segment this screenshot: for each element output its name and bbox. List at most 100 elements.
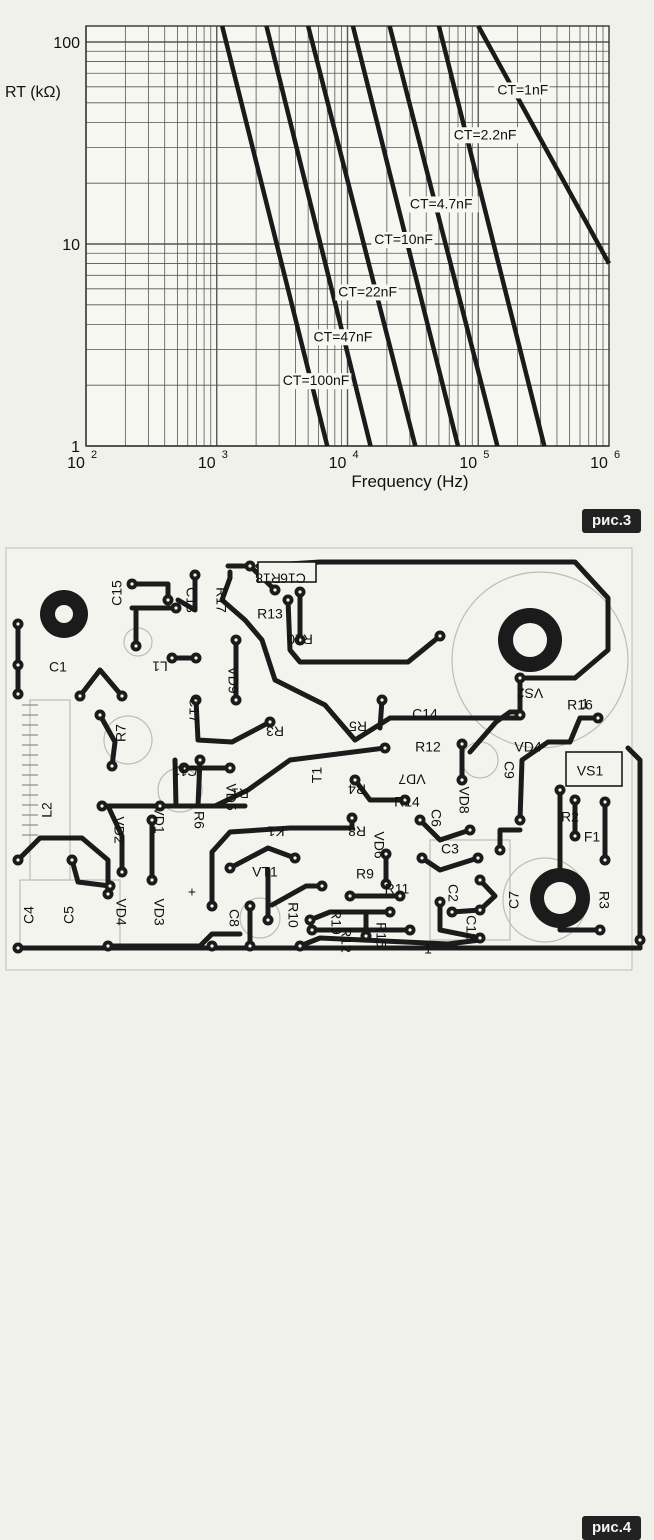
mounting-holes <box>40 590 590 928</box>
component-label: C3 <box>441 841 459 857</box>
pad-hole <box>98 713 102 717</box>
pad-hole <box>598 928 602 932</box>
component-label: VD2 <box>111 816 127 843</box>
pad-hole <box>106 892 110 896</box>
component-label: R10 <box>287 631 313 647</box>
pad-hole <box>498 848 502 852</box>
pad-hole <box>228 866 232 870</box>
pad-hole <box>108 884 112 888</box>
y-tick-label: 1 <box>71 439 80 456</box>
component-label: 1 <box>424 941 432 957</box>
component-label: VT1 <box>252 864 278 880</box>
pad-hole <box>248 904 252 908</box>
pad-hole <box>166 598 170 602</box>
left-connector-strip <box>22 704 38 836</box>
rt-frequency-chart: CT=1nFCT=2.2nFCT=4.7nFCT=10nFCT=22nFCT=4… <box>5 24 620 491</box>
component-label: R6 <box>191 811 207 829</box>
component-label: R14 <box>394 794 420 810</box>
component-label: C6 <box>428 809 444 827</box>
pad-hole <box>234 698 238 702</box>
pad-hole <box>120 870 124 874</box>
component-label: R9 <box>356 866 374 882</box>
component-label: K1 <box>267 823 284 839</box>
x-axis-label: Frequency (Hz) <box>351 472 468 491</box>
pad-hole <box>518 818 522 822</box>
component-label: R11 <box>385 881 410 897</box>
series-label: CT=4.7nF <box>410 195 473 211</box>
component-label: C1 <box>49 659 67 675</box>
pad-hole <box>418 818 422 822</box>
pad-hole <box>476 856 480 860</box>
component-label: C7 <box>506 891 522 909</box>
pad-hole <box>194 656 198 660</box>
series-label-bg <box>371 231 435 248</box>
component-label: VD8 <box>456 786 472 813</box>
component-label: C13 <box>183 587 199 613</box>
pad-hole <box>308 918 312 922</box>
pad-hole <box>286 598 290 602</box>
component-label: VD9 <box>225 666 241 693</box>
component-label: C9 <box>501 761 517 779</box>
component-label: VS2 <box>517 685 544 701</box>
solder-pads <box>12 560 646 954</box>
component-boxes <box>257 561 623 787</box>
component-label: R4 <box>348 781 366 797</box>
pad-hole <box>353 778 357 782</box>
component-label: VS1 <box>577 763 604 779</box>
pad-hole <box>320 884 324 888</box>
pad-hole <box>468 828 472 832</box>
component-label: VD5 <box>223 783 239 810</box>
pad-hole <box>398 894 402 898</box>
pad-hole <box>518 676 522 680</box>
pad-hole <box>450 910 454 914</box>
component-label: R1 <box>231 785 249 801</box>
component-label: VD3 <box>151 898 167 925</box>
pad-hole <box>110 764 114 768</box>
component-label: VD6 <box>371 831 387 858</box>
grid <box>85 25 610 447</box>
pad-hole <box>596 716 600 720</box>
pad-hole <box>16 663 20 667</box>
component-label: VD4 <box>514 739 541 755</box>
series-label-bg <box>279 373 352 390</box>
pad-hole <box>558 788 562 792</box>
pad-hole <box>298 944 302 948</box>
pad-hole <box>16 622 20 626</box>
component-label: L2 <box>39 802 55 818</box>
pad-hole <box>348 894 352 898</box>
component-label: R19 <box>328 909 344 935</box>
pad-hole <box>478 908 482 912</box>
y-tick-label: 100 <box>53 35 80 52</box>
pad-hole <box>603 858 607 862</box>
pad-hole <box>134 644 138 648</box>
series-group: CT=1nFCT=2.2nFCT=4.7nFCT=10nFCT=22nFCT=4… <box>219 24 611 447</box>
pad-hole <box>198 758 202 762</box>
x-tick-label: 10 <box>198 455 216 472</box>
y-axis-label: RT (kΩ) <box>5 84 61 101</box>
series-label: CT=47nF <box>314 328 373 344</box>
component-label: C16 <box>280 570 306 586</box>
pad-hole <box>100 804 104 808</box>
pad-hole <box>78 694 82 698</box>
pad-hole <box>460 778 464 782</box>
component-label: VD1 <box>151 806 167 833</box>
plot-border <box>85 25 610 447</box>
x-tick-exponent: 4 <box>353 449 359 461</box>
series-line <box>305 25 418 447</box>
pcb-layout: C15C13R17R18C16R13R10C1L1VD9C17R7R3VS2R1… <box>5 547 646 971</box>
pad-hole <box>384 852 388 856</box>
pad-hole <box>194 698 198 702</box>
x-tick-label: 10 <box>67 455 85 472</box>
component-label: + <box>188 884 196 900</box>
series-label-bg <box>494 82 550 99</box>
component-label: R17 <box>213 587 229 613</box>
pad-hole <box>438 900 442 904</box>
component-label: R8 <box>348 823 366 839</box>
pad-hole <box>210 944 214 948</box>
series-label-bg <box>335 284 399 301</box>
copper-traces <box>15 559 643 951</box>
pad-hole <box>70 858 74 862</box>
pad-hole <box>364 934 368 938</box>
